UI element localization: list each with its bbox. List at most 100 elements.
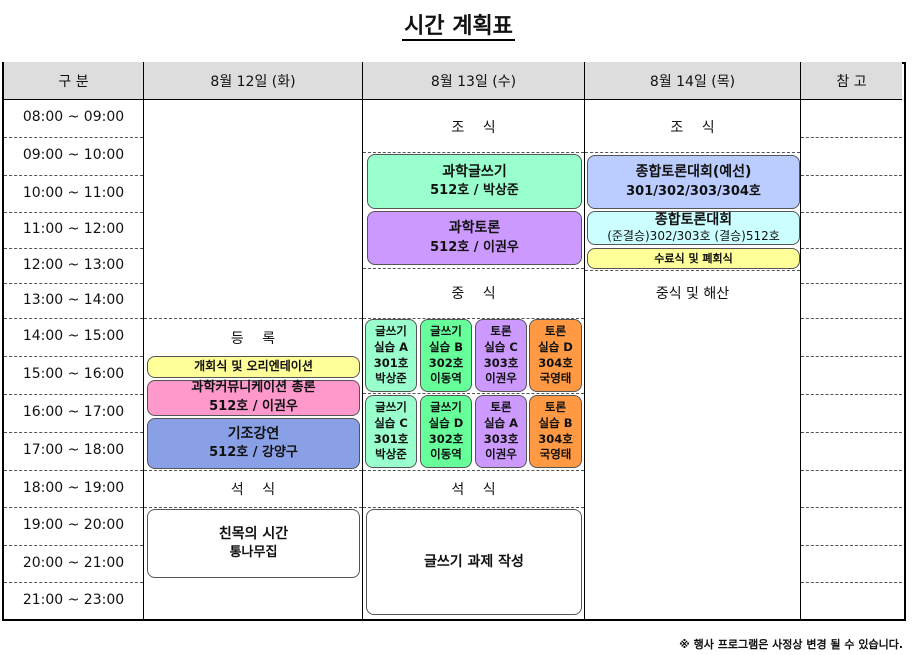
event-title: 과학토론 xyxy=(448,220,501,237)
row-divider xyxy=(4,470,143,471)
event-room: 512호 / 강양구 xyxy=(209,445,298,461)
time-slot: 13:00 ~ 14:00 xyxy=(22,291,125,308)
session-line: 304호 xyxy=(538,355,573,370)
header-day3: 8월 14일 (목) xyxy=(585,62,800,100)
row-divider xyxy=(801,394,902,395)
event-title: 종합토론대회(예선) xyxy=(635,164,752,181)
title-text: 시간 계획표 xyxy=(402,14,515,41)
time-slot: 14:00 ~ 15:00 xyxy=(22,328,125,344)
time-slot: 11:00 ~ 12:00 xyxy=(22,221,125,237)
prelim-event: 종합토론대회(예선) 301/302/303/304호 xyxy=(587,155,800,209)
time-slot: 19:00 ~ 20:00 xyxy=(22,517,125,533)
session-line: 글쓰기 xyxy=(375,400,407,415)
footnote: ※ 행사 프로그램은 사정상 변경 될 수 있습니다. xyxy=(679,638,903,651)
lunch-dismissal: 중식 및 해산 xyxy=(655,286,730,302)
row-divider xyxy=(363,507,584,508)
session-line: 토론 xyxy=(490,400,512,415)
session-line: 304호 xyxy=(538,431,573,446)
event-room: 통나무집 xyxy=(229,545,278,561)
row-divider xyxy=(801,318,902,319)
session-line: 이권우 xyxy=(485,371,517,386)
header-day2: 8월 13일 (수) xyxy=(363,62,584,100)
row-divider xyxy=(4,432,143,433)
time-slot: 08:00 ~ 09:00 xyxy=(22,109,125,125)
row-divider xyxy=(801,432,902,433)
row-divider xyxy=(801,470,902,471)
dinner: 석 식 xyxy=(230,482,276,498)
registration: 등 록 xyxy=(230,331,276,347)
session-line: 글쓰기 xyxy=(430,324,462,339)
row-divider xyxy=(4,507,143,508)
row-divider xyxy=(144,470,362,471)
session-line: 실습 D xyxy=(428,415,464,430)
row-divider xyxy=(4,283,143,284)
time-slot: 12:00 ~ 13:00 xyxy=(22,256,125,273)
divider xyxy=(800,62,801,619)
closing-event: 수료식 및 폐회식 xyxy=(587,248,800,269)
row-divider xyxy=(4,582,143,583)
time-slot: 09:00 ~ 10:00 xyxy=(22,147,125,163)
row-divider xyxy=(801,507,902,508)
event-title: 과학글쓰기 xyxy=(442,163,507,180)
row-divider xyxy=(801,212,902,213)
header-category: 구 분 xyxy=(4,62,143,100)
session-line: 이동역 xyxy=(430,447,462,462)
row-divider xyxy=(4,248,143,249)
event-room: 512호 / 이권우 xyxy=(209,399,298,414)
session-line: 글쓰기 xyxy=(430,400,462,415)
row-divider xyxy=(4,137,143,138)
time-slot: 18:00 ~ 19:00 xyxy=(22,479,125,496)
page-title: 시간 계획표 xyxy=(0,8,917,41)
session-line: 이동역 xyxy=(430,371,462,386)
time-slot: 10:00 ~ 11:00 xyxy=(22,184,125,201)
row-divider xyxy=(801,137,902,138)
header-notes: 참 고 xyxy=(801,62,902,100)
event-title: 과학커뮤니케이션 총론 xyxy=(191,380,316,396)
row-divider xyxy=(801,283,902,284)
row-divider xyxy=(363,318,584,319)
row-divider xyxy=(4,545,143,546)
row-divider xyxy=(4,175,143,176)
dinner: 석 식 xyxy=(451,482,496,498)
divider xyxy=(362,62,363,619)
divider xyxy=(143,62,144,619)
session-line: 글쓰기 xyxy=(375,324,407,339)
session-line: 301호 xyxy=(373,355,409,370)
final-event: 종합토론대회(준결승)302/303호 (결승)512호 xyxy=(587,211,800,245)
session-line: 실습 C xyxy=(374,415,408,430)
row-divider xyxy=(363,393,584,394)
row-divider xyxy=(585,152,800,153)
session-line: 실습 A xyxy=(483,415,519,430)
row-divider xyxy=(4,394,143,395)
session-line: 실습 A xyxy=(373,339,409,354)
opening-event: 개회식 및 오리엔테이션 xyxy=(147,356,360,378)
event-title: 종합토론대회 xyxy=(654,212,733,229)
row-divider xyxy=(363,470,584,471)
assignment-event: 글쓰기 과제 작성 xyxy=(366,509,582,615)
row-divider xyxy=(801,356,902,357)
header-day1: 8월 12일 (화) xyxy=(144,62,362,100)
session-line: 토론 xyxy=(544,324,567,339)
session-line: 국영태 xyxy=(539,447,572,462)
session-line: 박상준 xyxy=(375,371,407,386)
row-divider xyxy=(4,356,143,357)
writing-event: 과학글쓰기 512호 / 박상준 xyxy=(367,154,582,209)
event-room: 512호 / 박상준 xyxy=(430,183,519,199)
session-line: 303호 xyxy=(483,431,519,446)
breakfast: 조 식 xyxy=(451,120,496,136)
time-slot: 17:00 ~ 18:00 xyxy=(22,442,125,458)
event-room: 301/302/303/304호 xyxy=(626,183,761,199)
row-divider xyxy=(801,545,902,546)
